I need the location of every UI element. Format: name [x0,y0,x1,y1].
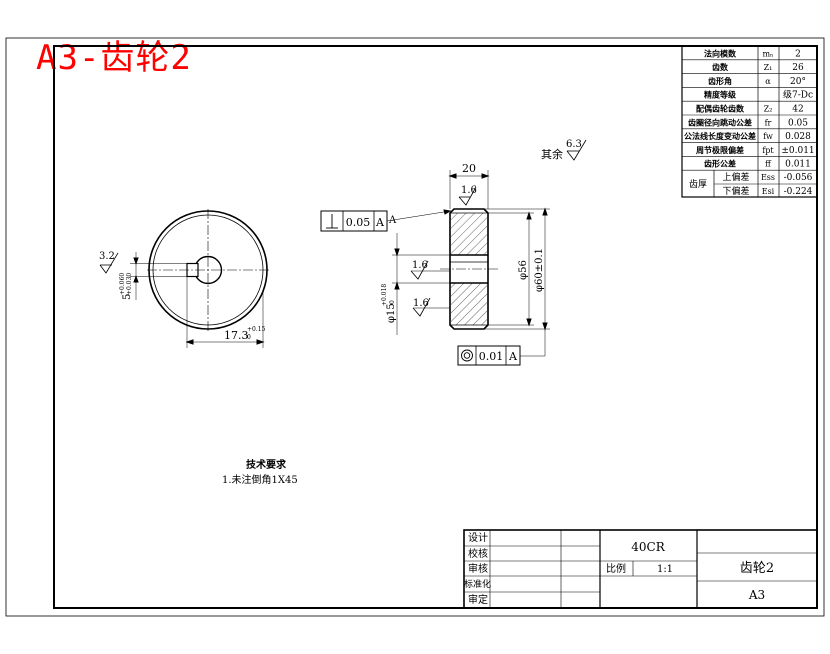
bore-tol-lower: 0 [389,300,396,304]
drawing-title: A3-齿轮2 [36,38,192,78]
bottom-roughness-value: 1.6 [413,298,429,309]
tb-draft: 校核 [468,547,488,560]
param-value: 级7-Dc [783,89,813,101]
param-value: 0.05 [788,118,808,128]
tb-part-name: 齿轮2 [740,561,774,576]
upper-dev-symbol: Ess [761,173,775,182]
lower-dev-name: 下偏差 [722,185,749,197]
perpendicularity-frame [320,210,388,232]
tooth-thickness-label: 齿厚 [689,179,707,190]
param-name: 公法线长度变动公差 [684,131,756,141]
key-width-tol-lower: +0.030 [126,273,133,295]
param-name: 齿形公差 [704,159,736,169]
param-value: 2 [795,49,801,59]
param-name: 齿圈径向跳动公差 [688,117,752,127]
key-depth-tol-lower: 0 [247,334,251,341]
tech-req-item-1: 1.未注倒角1X45 [222,473,298,486]
param-symbol: Z₁ [764,63,773,72]
param-name: 齿形角 [708,76,732,86]
upper-dev-value: -0.056 [784,173,813,183]
tb-material: 40CR [631,540,665,554]
param-name: 齿数 [712,62,729,72]
sheet-border [5,37,825,617]
conc-datum: A [508,350,518,363]
tb-standard: 标准化 [464,578,491,590]
param-name: 周节极限偏差 [696,145,744,155]
width-dimension: 20 [462,162,476,175]
title-block [463,529,818,609]
tb-design: 设计 [468,531,488,544]
gear-section-view [386,170,550,357]
gear-front-view [99,209,270,348]
lower-dev-value: -0.224 [784,187,813,197]
conc-tolerance: 0.01 [479,350,504,363]
param-value: 42 [792,105,803,115]
bore-diameter: φ15 [386,303,397,323]
bore-roughness-value: 1.6 [412,260,428,271]
phi56-dimension: φ56 [518,260,529,280]
tb-scale-value: 1:1 [657,564,673,575]
key-width-value: 5 [122,294,133,300]
tb-scale-label: 比例 [606,562,626,575]
upper-dev-name: 上偏差 [722,171,749,183]
other-roughness-label: 其余 [541,147,563,161]
lower-dev-symbol: Esi [762,187,775,196]
tech-req-heading: 技术要求 [246,458,287,471]
bore-tol-upper: +0.018 [381,284,388,306]
tb-review: 审核 [468,562,488,575]
param-name: 配偶齿轮齿数 [696,104,745,114]
param-value: ±0.011 [781,146,814,156]
param-symbol: fpt [762,146,774,155]
key-width-tol-upper: +0.060 [119,273,126,295]
concentricity-frame [457,345,521,366]
param-symbol: mₙ [762,49,774,58]
param-value: 0.028 [785,132,811,142]
perp-tolerance: 0.05 [346,216,371,229]
param-symbol: fw [763,132,773,141]
param-name: 法向模数 [704,48,737,58]
tb-sheet-size: A3 [748,588,765,602]
param-symbol: Z₂ [764,105,773,114]
left-roughness-value: 3.2 [99,251,115,262]
datum-a-label: A [388,215,397,226]
param-value: 26 [792,63,804,73]
param-name: 精度等级 [704,90,737,100]
gear-parameters-table: 法向模数 mₙ 2 齿数 Z₁ 26 齿形角 α 20° 精度等级 级7-Dc 配偶齿轮齿数 Z₂ 42 齿… [681,45,818,198]
param-symbol: α [765,77,771,86]
perp-datum: A [375,216,385,229]
other-roughness-value: 6.3 [566,139,582,150]
drawing-frame [53,45,818,609]
tb-approve: 审定 [468,593,488,606]
param-value: 20° [790,77,806,87]
key-depth-value: 17.3 [224,329,249,342]
key-depth-tol-upper: +0.15 [247,326,266,333]
phi60-dimension: φ60±0.1 [534,248,545,292]
param-symbol: fr [765,118,772,127]
param-value: 0.011 [785,160,811,170]
top-roughness-value: 1.6 [461,185,477,196]
param-symbol: ff [765,160,772,169]
other-roughness-symbol [566,139,587,161]
